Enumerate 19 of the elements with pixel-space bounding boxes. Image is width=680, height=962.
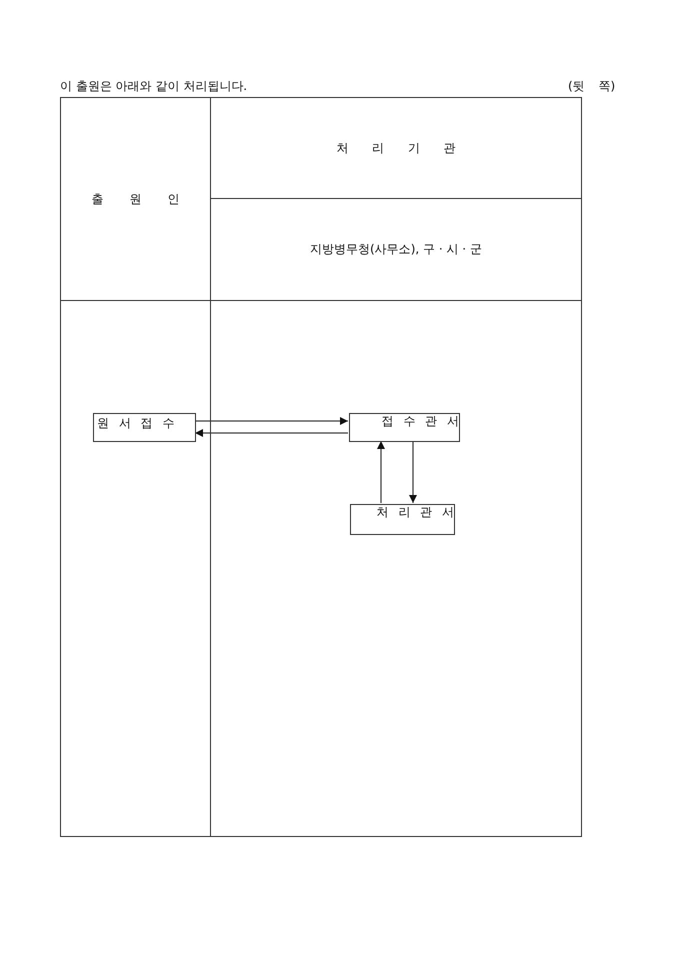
arrow [377,440,385,504]
process-box [350,504,455,535]
page-side-note: (뒷 쪽) [568,79,616,94]
lane-cell [210,300,582,837]
header-cell [210,97,582,199]
process-box [349,413,460,442]
lane-cell [60,300,211,837]
arrow [409,440,417,504]
process-label: 원 서 접 수 [97,416,174,431]
header-cell [60,97,211,301]
agency-text: 지방병무청(사무소), 구 · 시 · 군 [310,242,482,257]
process-label: 접 수 관 서 [382,414,459,429]
process-label: 처 리 관 서 [376,505,454,520]
column-heading: 처 리 기 관 [336,140,456,156]
arrow [194,429,348,437]
column-heading: 출 원 인 [92,192,180,206]
process-box [93,413,196,442]
title-text: 이 출원은 아래와 같이 처리됩니다. [60,79,248,94]
arrow [194,417,348,425]
